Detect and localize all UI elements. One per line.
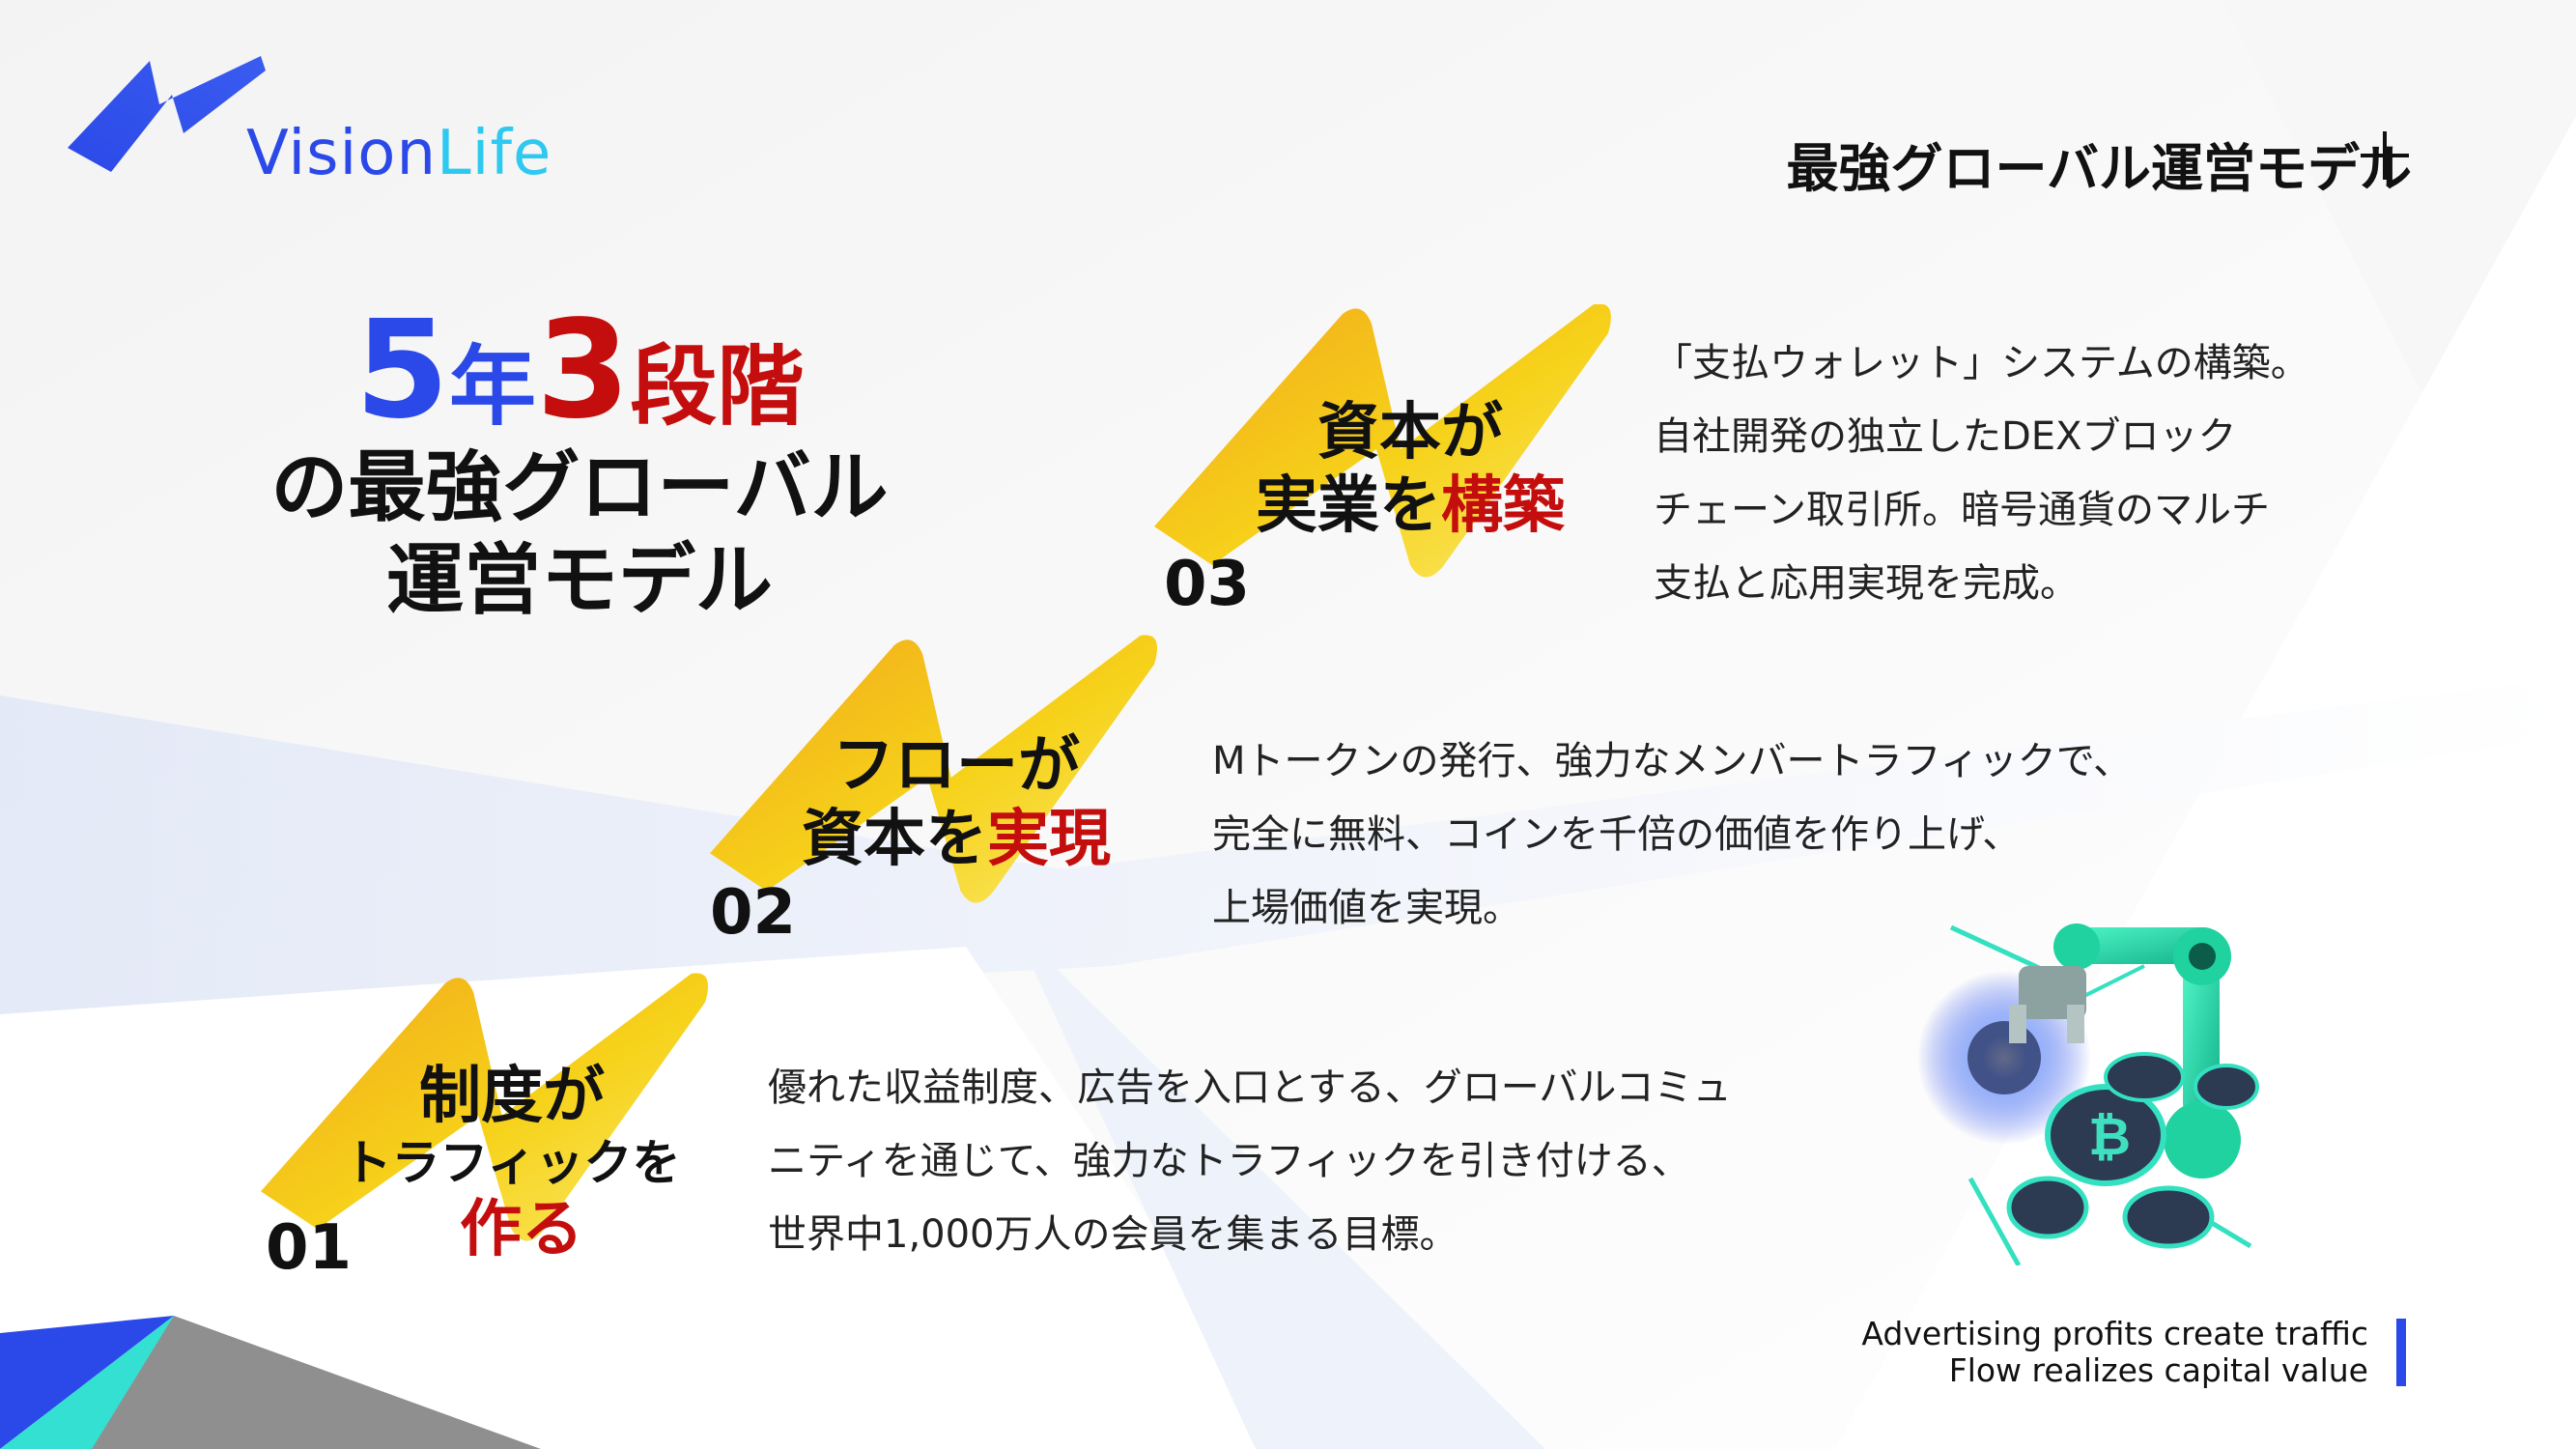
step-3-desc-line: チェーン取引所。暗号通貨のマルチ <box>1654 488 2270 532</box>
robot-arm-illustration: ₿ <box>1917 923 2259 1265</box>
lightning-mark-icon <box>1154 304 1611 578</box>
logo-word-vision: Vision <box>246 118 437 189</box>
heading-num-5: 5 <box>354 292 449 449</box>
step-1-label: 制度が トラフィックを 作る <box>328 1061 695 1265</box>
step-2-label-line1: フローが <box>833 730 1080 802</box>
main-heading: 5年3段階 の最強グローバル 運営モデル <box>241 299 918 627</box>
heading-unit-year: 年 <box>449 336 536 438</box>
heading-line-2: の最強グローバル <box>270 442 889 532</box>
lightning-mark-icon <box>261 973 709 1241</box>
heading-line-3: 運営モデル <box>386 535 773 625</box>
step-3-description: 「支払ウォレット」システムの構築。 自社開発の独立したDEXブロック チェーン取… <box>1654 327 2309 620</box>
step-2-desc-line: Mトークンの発行、強力なメンバートラフィックで、 <box>1212 739 2133 783</box>
plus-icon <box>2361 131 2409 180</box>
heading-highlight: 5年3段階 <box>241 299 918 441</box>
logo-word-life: Life <box>437 118 552 189</box>
step-2-label-line2a: 資本を <box>802 804 987 875</box>
step-3-label-line2b: 構築 <box>1441 470 1565 542</box>
step-3-label-line2a: 実業を <box>1256 470 1441 542</box>
step-2-description: Mトークンの発行、強力なメンバートラフィックで、 完全に無料、コインを千倍の価値… <box>1212 724 2132 945</box>
step-3-label-line1: 資本が <box>1317 397 1503 469</box>
footer-tagline-line1: Advertising profits create traffic <box>1861 1315 2368 1352</box>
step-1-description: 優れた収益制度、広告を入口とする、グローバルコミュ ニティを通じて、強力なトラフ… <box>768 1051 1732 1271</box>
step-1-desc-line: ニティを通じて、強力なトラフィックを引き付ける、 <box>768 1139 1690 1183</box>
step-1-number: 01 <box>266 1212 353 1284</box>
logo-wordmark: VisionLife <box>246 118 552 189</box>
heading-num-3: 3 <box>536 292 631 449</box>
logo-mark-icon <box>68 56 266 172</box>
heading-unit-stage: 段階 <box>630 336 805 438</box>
step-1-label-line3: 作る <box>460 1194 583 1265</box>
step-1-desc-line: 優れた収益制度、広告を入口とする、グローバルコミュ <box>768 1065 1732 1110</box>
step-2-label: フローが 資本を実現 <box>773 729 1140 876</box>
step-3-number: 03 <box>1164 549 1251 620</box>
step-1-label-line2: トラフィックを <box>343 1135 681 1191</box>
step-3-desc-line: 自社開発の独立したDEXブロック <box>1654 414 2237 459</box>
footer-tagline-line2: Flow realizes capital value <box>1948 1351 2368 1389</box>
step-3-label: 資本が 実業を構築 <box>1236 396 1584 543</box>
step-2-desc-line: 上場価値を実現。 <box>1212 886 1521 930</box>
lightning-mark-icon <box>710 635 1158 903</box>
step-3-desc-line: 「支払ウォレット」システムの構築。 <box>1654 341 2309 385</box>
step-2-number: 02 <box>710 877 797 949</box>
header-title: 最強グローバル運営モデル <box>1786 138 2412 199</box>
step-3-desc-line: 支払と応用実現を完成。 <box>1654 561 2079 606</box>
svg-text:₿: ₿ <box>2088 1106 2131 1167</box>
footer-tagline: Advertising profits create traffic Flow … <box>1861 1316 2368 1389</box>
brand-logo: VisionLife <box>68 56 570 191</box>
step-2-desc-line: 完全に無料、コインを千倍の価値を作り上げ、 <box>1212 812 2022 857</box>
step-2-label-line2b: 実現 <box>987 804 1111 875</box>
footer-accent-bar <box>2396 1319 2406 1386</box>
step-1-desc-line: 世界中1,000万人の会員を集まる目標。 <box>768 1212 1458 1257</box>
step-1-label-line1: 制度が <box>419 1061 605 1132</box>
